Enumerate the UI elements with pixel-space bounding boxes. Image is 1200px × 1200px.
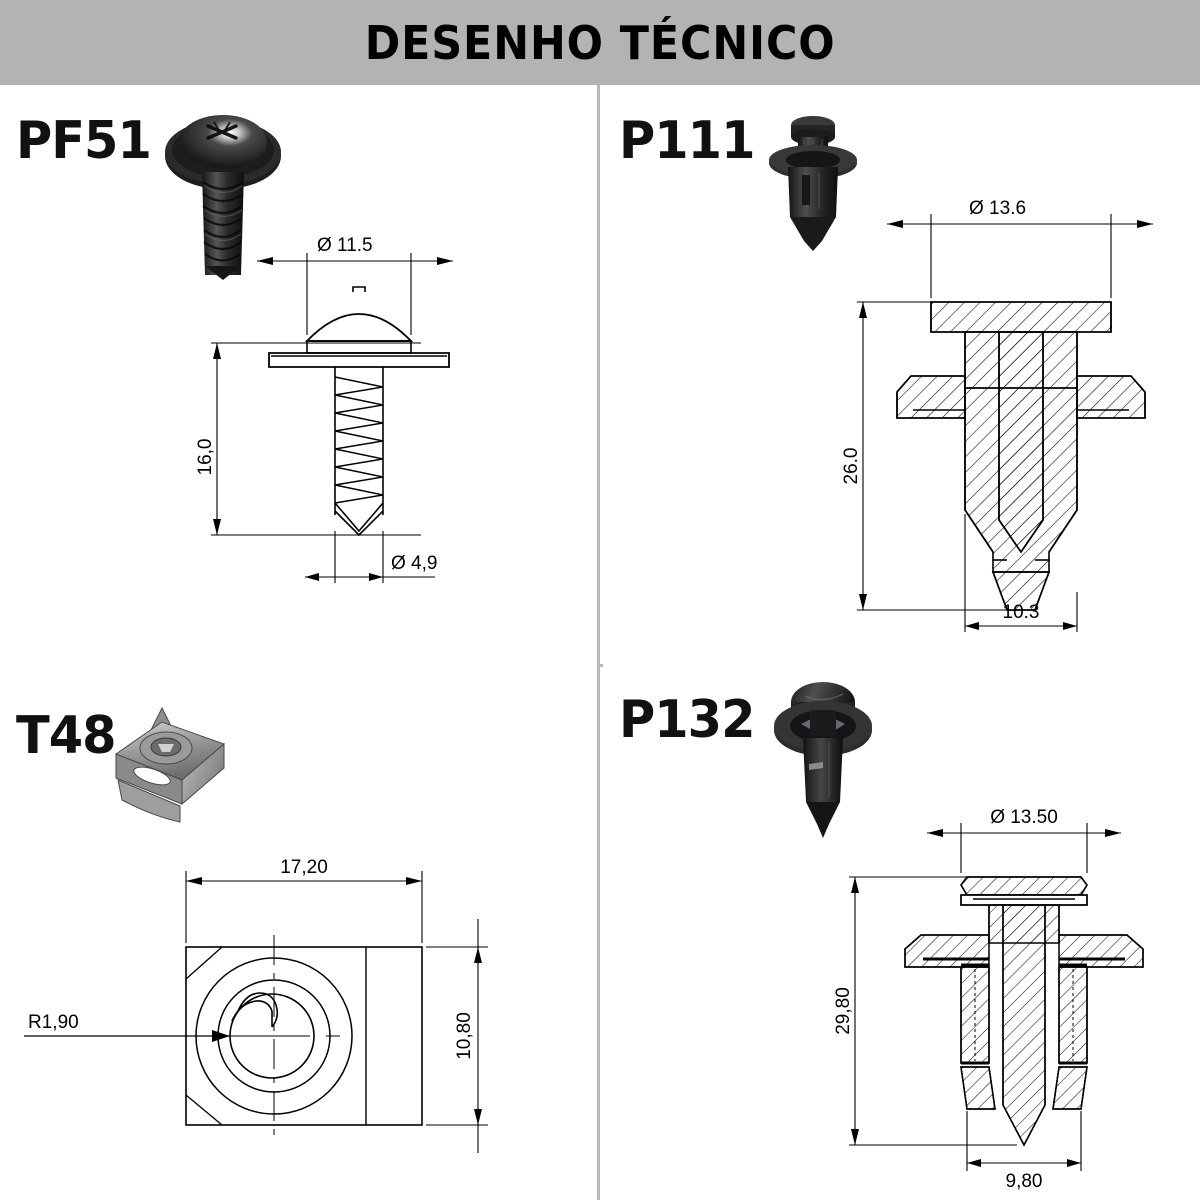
page-title: DESENHO TÉCNICO — [364, 15, 836, 70]
panel-label-t48: T48 — [16, 706, 117, 766]
dim-p111-length: 26.0 — [841, 448, 862, 485]
panel-pf51: PF51 — [0, 85, 597, 658]
panel-p132: P132 — [603, 664, 1200, 1200]
dim-t48-radius: R1,90 — [28, 1012, 79, 1033]
drawing-p111: Ø 13.6 26.0 — [841, 180, 1193, 640]
drawing-t48: 17,20 10,80 R1,90 — [10, 857, 510, 1179]
dim-p111-body-diameter: 10.3 — [1003, 602, 1040, 623]
panel-label-p132: P132 — [619, 690, 755, 750]
horizontal-divider — [0, 664, 1200, 667]
sheet-header: DESENHO TÉCNICO — [0, 0, 1200, 85]
dim-p111-head-diameter: Ø 13.6 — [969, 198, 1026, 219]
render-t48-clip — [100, 704, 240, 829]
dim-t48-height: 10,80 — [454, 1012, 475, 1060]
panel-grid: PF51 — [0, 85, 1200, 1200]
drawing-p132: Ø 13.50 29,80 — [833, 807, 1193, 1192]
panel-label-p111: P111 — [619, 111, 755, 171]
render-pf51-screw — [158, 100, 288, 280]
dim-pf51-length: 16,0 — [195, 439, 216, 476]
dim-p132-body-diameter: 9,80 — [1006, 1171, 1043, 1192]
render-p132-rivet — [763, 676, 883, 846]
drawing-pf51: Ø 11.5 16,0 — [185, 235, 585, 635]
dim-p132-length: 29,80 — [833, 987, 854, 1035]
vertical-divider — [597, 85, 600, 1200]
render-p111-clip — [758, 105, 868, 255]
panel-t48: T48 — [0, 664, 597, 1200]
dim-pf51-head-diameter: Ø 11.5 — [317, 235, 373, 256]
panel-label-pf51: PF51 — [16, 111, 152, 171]
dim-pf51-thread-diameter: Ø 4,9 — [391, 553, 437, 574]
dim-t48-width: 17,20 — [280, 857, 328, 878]
panel-p111: P111 — [603, 85, 1200, 658]
dim-p132-head-diameter: Ø 13.50 — [990, 807, 1058, 828]
